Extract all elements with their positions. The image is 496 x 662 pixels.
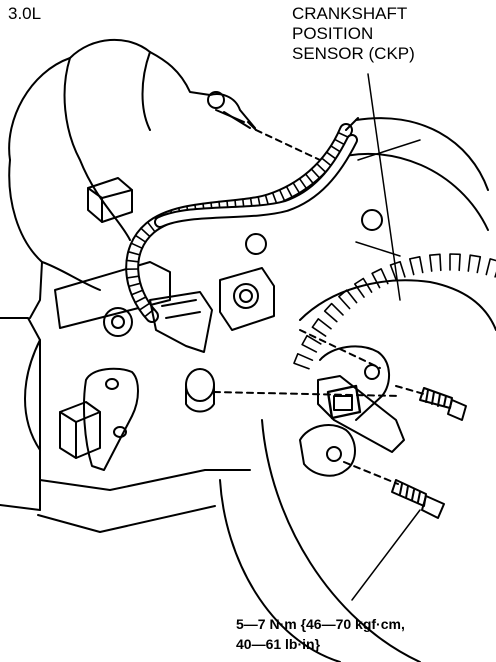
- engine-block-housing: [0, 39, 256, 533]
- mounting-bolt-lower: [343, 461, 445, 519]
- sensor-label-line-3: SENSOR (CKP): [292, 44, 415, 63]
- wiring-harness: [125, 117, 359, 323]
- engine-variant-label: 3.0L: [8, 4, 42, 23]
- torque-spec-line-2: 40—61 lb·in}: [236, 636, 321, 652]
- torque-spec-line-1: 5—7 N·m {46—70 kgf·cm,: [236, 616, 405, 632]
- leader-lines: [351, 73, 421, 601]
- ckp-sensor: [213, 329, 405, 477]
- connector-boss: [149, 209, 383, 353]
- sensor-label-line-1: CRANKSHAFT: [292, 4, 408, 23]
- sensor-callout-label: CRANKSHAFT POSITION SENSOR (CKP): [292, 4, 415, 64]
- torque-spec-label: 5—7 N·m {46—70 kgf·cm, 40—61 lb·in}: [236, 614, 405, 654]
- reluctor-ring: [219, 117, 496, 662]
- sensor-label-line-2: POSITION: [292, 24, 374, 43]
- mounting-bolt-upper: [395, 385, 467, 421]
- upper-stud: [207, 91, 321, 161]
